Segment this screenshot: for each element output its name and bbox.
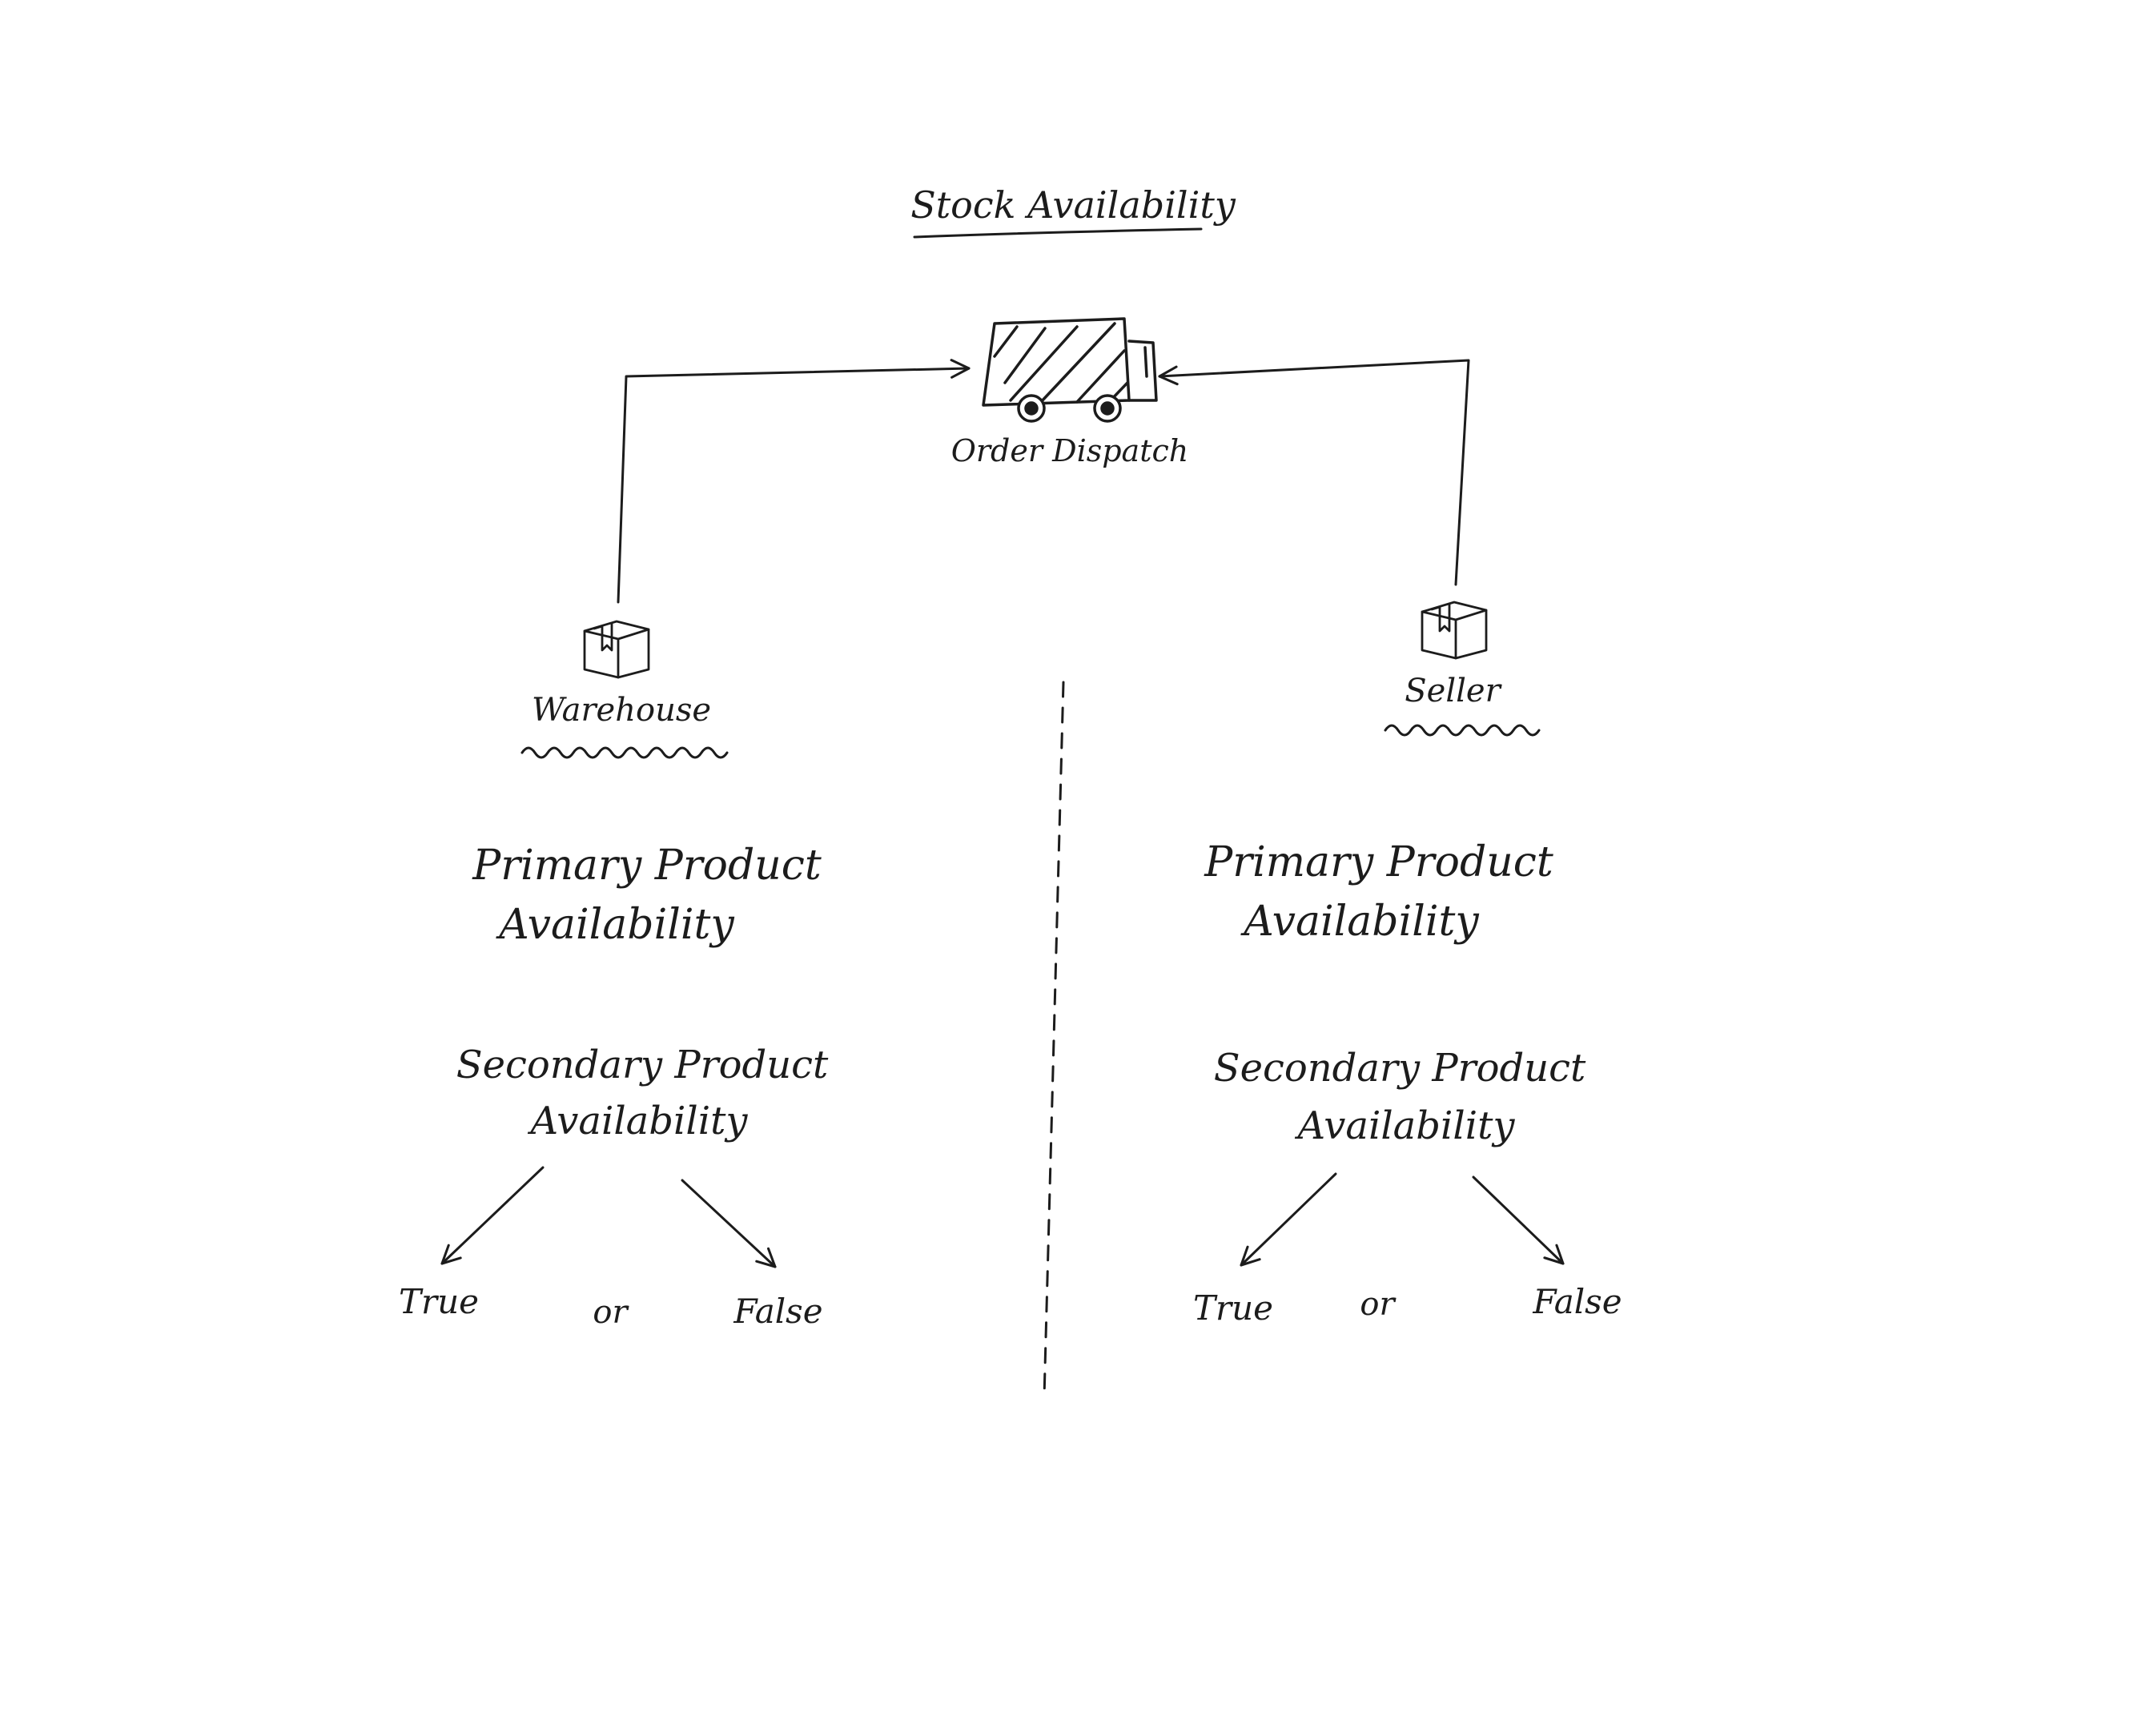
warehouse-wavy-underline: [520, 746, 729, 759]
seller-primary-line2: Availability: [1240, 898, 1479, 946]
warehouse-or-label: or: [593, 1294, 629, 1331]
box-icon: [1421, 601, 1488, 660]
seller-true-label: True: [1193, 1288, 1273, 1328]
seller-or-label: or: [1360, 1286, 1397, 1323]
seller-false-arrow: [1472, 1175, 1565, 1265]
dashed-divider: [1043, 681, 1065, 1400]
warehouse-true-arrow: [440, 1166, 545, 1265]
seller-secondary-line2: Availability: [1295, 1103, 1516, 1148]
seller-label: Seller: [1405, 673, 1502, 709]
warehouse-false-arrow: [681, 1179, 777, 1268]
order-dispatch-label: Order Dispatch: [951, 433, 1189, 468]
seller-wavy-underline: [1384, 724, 1541, 737]
box-icon: [583, 620, 650, 679]
seller-primary-line1: Primary Product: [1204, 838, 1553, 886]
warehouse-false-label: False: [733, 1292, 822, 1331]
seller-false-label: False: [1532, 1282, 1622, 1321]
warehouse-primary-line1: Primary Product: [472, 842, 822, 890]
warehouse-to-dispatch-arrow: [617, 359, 971, 604]
seller-to-dispatch-arrow: [1158, 359, 1470, 586]
warehouse-label: Warehouse: [532, 692, 711, 729]
diagram-title: Stock Availability: [910, 183, 1236, 227]
warehouse-secondary-line2: Availability: [528, 1099, 749, 1143]
warehouse-true-label: True: [399, 1282, 479, 1321]
title-underline: [913, 227, 1203, 239]
truck-icon: [982, 317, 1158, 423]
seller-secondary-line1: Secondary Product: [1214, 1046, 1586, 1091]
warehouse-primary-line2: Availability: [496, 901, 734, 949]
seller-true-arrow: [1240, 1172, 1337, 1267]
warehouse-secondary-line1: Secondary Product: [456, 1043, 829, 1087]
